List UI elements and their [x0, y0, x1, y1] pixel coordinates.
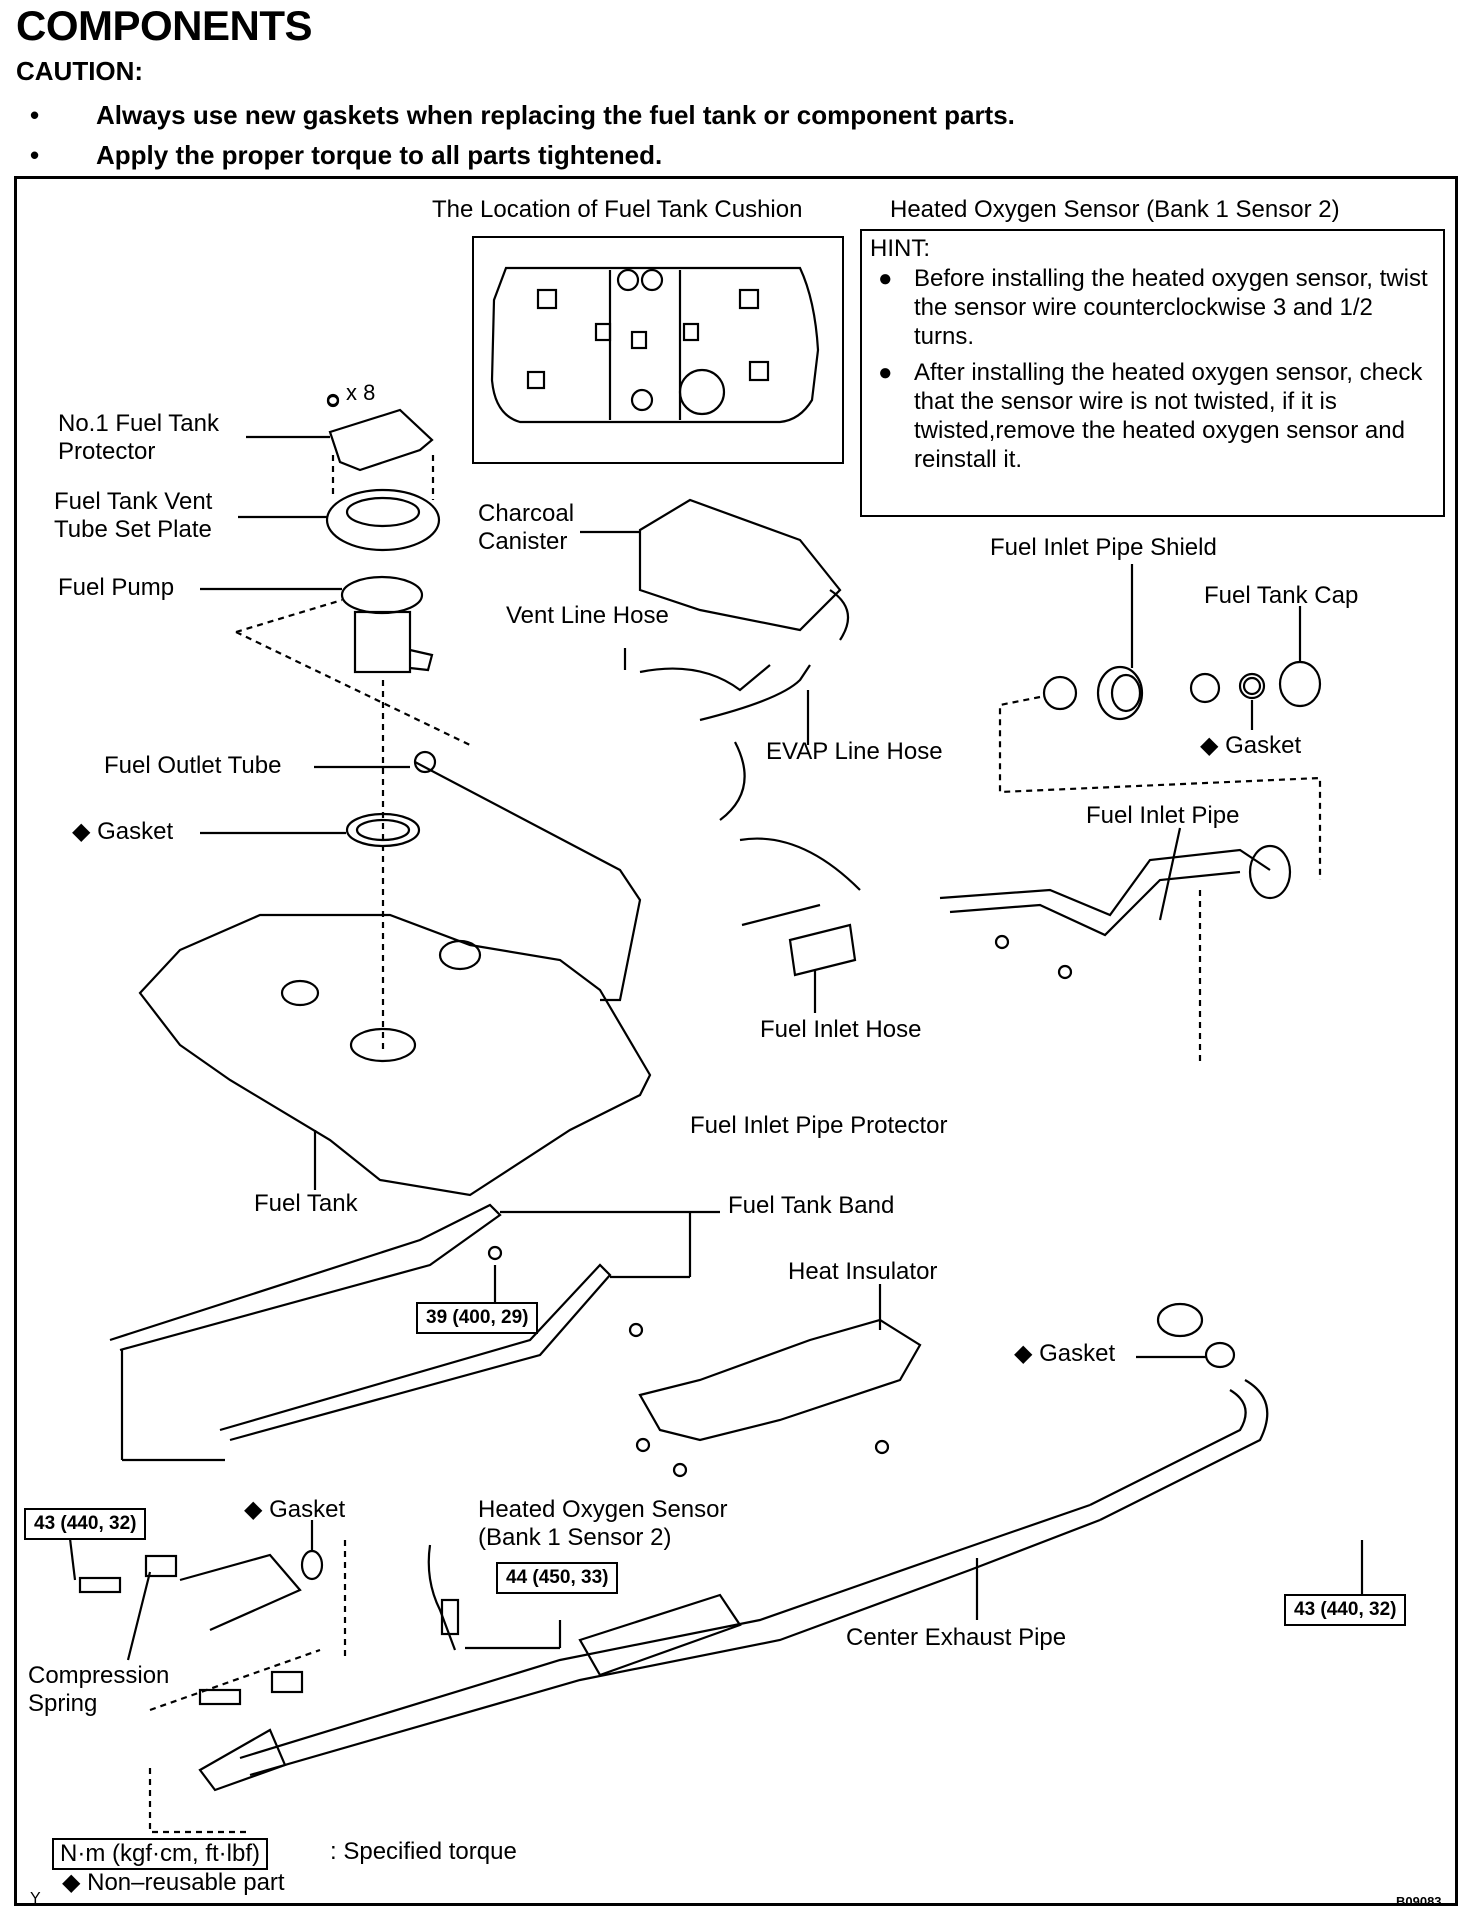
vent-and-evap-hoses-drawing [623, 648, 861, 891]
fuel-pump-drawing [200, 575, 471, 1050]
corner-mark: Y [30, 1890, 41, 1907]
bullet-icon: • [30, 140, 40, 170]
fuel-tank-cushion-inset [472, 236, 844, 464]
hint-title: HINT: [870, 235, 930, 262]
fuel-tank-band-drawing [109, 1203, 720, 1462]
vent-tube-set-plate-drawing [238, 488, 441, 552]
torque-fuel-tank-band: 39 (400, 29) [416, 1302, 539, 1334]
cushion-location-drawing [490, 266, 820, 424]
figure-id: B09083 [1396, 1894, 1442, 1909]
label-fuel-outlet-tube: Fuel Outlet Tube [104, 752, 282, 779]
heat-insulator-drawing [638, 1284, 922, 1442]
bullet-icon: ● [878, 359, 893, 387]
torque-o2-sensor: 44 (450, 33) [496, 1562, 619, 1594]
fuel-tank-drawing [138, 913, 652, 1197]
label-vent-tube-set-plate: Fuel Tank Vent Tube Set Plate [54, 488, 213, 543]
label-charcoal-canister: Charcoal Canister [478, 500, 575, 555]
legend-non-reusable: ◆ Non–reusable part [62, 1869, 285, 1896]
label-compression-spring: Compression Spring [28, 1662, 170, 1717]
legend-torque-unit: N·m (kgf·cm, ft·lbf) [52, 1838, 268, 1870]
label-fuel-tank-cap: Fuel Tank Cap [1204, 582, 1359, 609]
bullet-icon: ● [878, 265, 893, 292]
label-fuel-tank-protector: No.1 Fuel Tank Protector [58, 410, 219, 465]
label-fuel-tank: Fuel Tank [254, 1190, 358, 1217]
label-gasket-cap: ◆ Gasket [1200, 732, 1302, 759]
label-gasket-exhaust-right: ◆ Gasket [1014, 1340, 1116, 1367]
label-vent-line-hose: Vent Line Hose [506, 602, 669, 629]
label-center-exhaust-pipe: Center Exhaust Pipe [846, 1624, 1067, 1651]
label-fuel-tank-band: Fuel Tank Band [728, 1192, 895, 1219]
fuel-outlet-tube-drawing [200, 750, 642, 1002]
heated-oxygen-sensor-drawing [427, 1544, 562, 1651]
cushion-inset-title: The Location of Fuel Tank Cushion [432, 196, 803, 223]
center-exhaust-pipe-drawing [198, 1503, 1101, 1792]
charcoal-canister-drawing [580, 498, 850, 641]
diagram-frame [14, 176, 1458, 1906]
label-heated-oxygen-sensor: Heated Oxygen Sensor (Bank 1 Sensor 2) [478, 1496, 728, 1551]
label-fuel-inlet-pipe-protector: Fuel Inlet Pipe Protector [690, 1112, 948, 1139]
legend-torque-text: : Specified torque [330, 1838, 517, 1865]
label-fuel-pump: Fuel Pump [58, 574, 175, 601]
bolt-quantity: x 8 [346, 380, 376, 405]
fuel-tank-protector-drawing [246, 394, 435, 500]
label-fuel-inlet-pipe-shield: Fuel Inlet Pipe Shield [990, 534, 1217, 561]
exhaust-flange-right-drawing [1089, 1302, 1364, 1600]
label-gasket-pump: ◆ Gasket [72, 818, 174, 845]
fuel-inlet-hose-drawing [741, 903, 857, 1013]
label-fuel-inlet-hose: Fuel Inlet Hose [760, 1016, 922, 1043]
hint-box: HINT: ● Before installing the heated oxy… [860, 229, 1445, 517]
bullet-icon: • [30, 100, 40, 130]
torque-front-flange: 43 (440, 32) [24, 1508, 147, 1540]
label-heat-insulator: Heat Insulator [788, 1258, 938, 1285]
caution-title: CAUTION: [16, 56, 144, 86]
hint-item: ● Before installing the heated oxygen se… [878, 265, 1428, 350]
hint-item: ● After installing the heated oxygen sen… [878, 359, 1423, 473]
label-evap-line-hose: EVAP Line Hose [766, 738, 943, 765]
sensor-inset-title: Heated Oxygen Sensor (Bank 1 Sensor 2) [890, 196, 1340, 223]
bolt-icons [326, 393, 1073, 1478]
caution-item: •Apply the proper torque to all parts ti… [30, 140, 663, 170]
page-heading: COMPONENTS [16, 2, 313, 49]
caution-item: •Always use new gaskets when replacing t… [30, 100, 1015, 130]
fuel-inlet-pipe-drawing [939, 827, 1292, 1065]
label-gasket-exhaust-left: ◆ Gasket [244, 1496, 346, 1523]
torque-rear-flange: 43 (440, 32) [1284, 1594, 1407, 1626]
label-fuel-inlet-pipe: Fuel Inlet Pipe [1086, 802, 1240, 829]
fuel-inlet-shield-and-cap-drawing [998, 564, 1322, 880]
